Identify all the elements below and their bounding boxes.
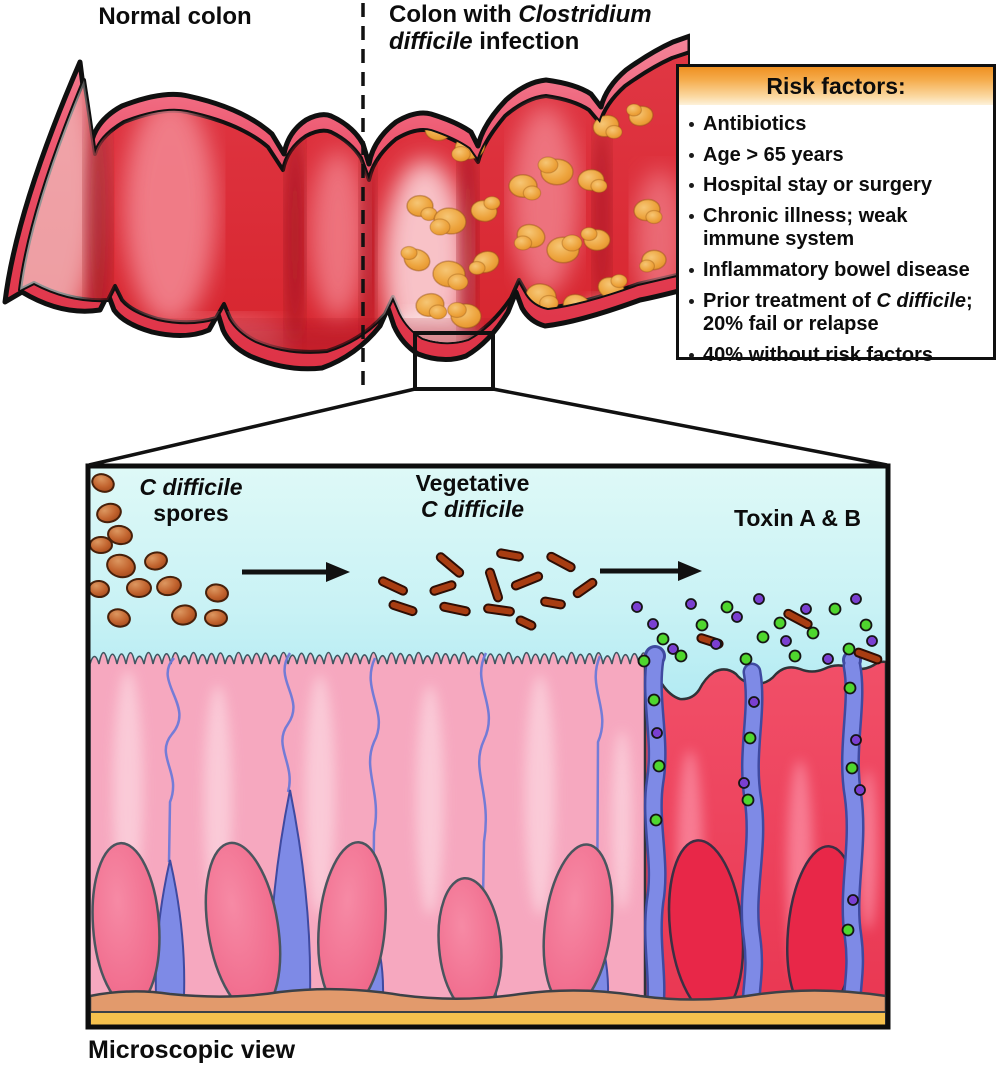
intercellular-channels bbox=[643, 645, 865, 1018]
risk-factors-title: Risk factors: bbox=[679, 67, 993, 105]
bullet-dot bbox=[689, 298, 694, 304]
zoom-rectangle bbox=[413, 331, 495, 391]
cell-nuclei bbox=[91, 841, 614, 1016]
connector-line-right bbox=[492, 387, 888, 467]
toxin-label: Toxin A & B bbox=[734, 505, 861, 531]
list-item: 40% without risk factors bbox=[689, 344, 987, 368]
bullet-dot bbox=[689, 267, 694, 273]
toxin-dots bbox=[631, 593, 878, 937]
risk-factors-box: Risk factors: Antibiotics Age > 65 years… bbox=[676, 64, 996, 366]
title-normal-colon: Normal colon bbox=[98, 3, 252, 30]
connector-line-left bbox=[88, 387, 416, 467]
spores-cluster bbox=[88, 473, 229, 628]
microscopic-view-box bbox=[85, 463, 891, 1030]
arrow-right-icon bbox=[600, 561, 702, 581]
vegetative-rods bbox=[378, 548, 883, 665]
bullet-dot bbox=[689, 352, 694, 358]
epithelium-normal bbox=[89, 651, 649, 1017]
vegetative-label: Vegetative C difficile bbox=[415, 470, 530, 523]
microscopic-view-caption: Microscopic view bbox=[88, 1036, 296, 1064]
bullet-dot bbox=[689, 183, 694, 189]
list-item: Hospital stay or surgery bbox=[689, 174, 987, 198]
epithelium-damaged bbox=[643, 645, 888, 1019]
risk-factors-list: Antibiotics Age > 65 years Hospital stay… bbox=[679, 105, 993, 378]
microscopic-box-border bbox=[85, 463, 891, 1030]
list-item: Prior treatment of C difficile; 20% fail… bbox=[689, 290, 987, 337]
list-item: Antibiotics bbox=[689, 113, 987, 137]
bullet-dot bbox=[689, 152, 694, 158]
list-item: Age > 65 years bbox=[689, 144, 987, 168]
spores-label: C difficile spores bbox=[139, 474, 243, 527]
arrow-right-icon bbox=[242, 562, 350, 582]
cell-junction-lines bbox=[164, 652, 604, 933]
list-item: Inflammatory bowel disease bbox=[689, 259, 987, 283]
bullet-dot bbox=[689, 213, 694, 219]
bullet-dot bbox=[689, 122, 694, 127]
title-infected-colon: Colon with Clostridium difficile infecti… bbox=[389, 1, 652, 55]
